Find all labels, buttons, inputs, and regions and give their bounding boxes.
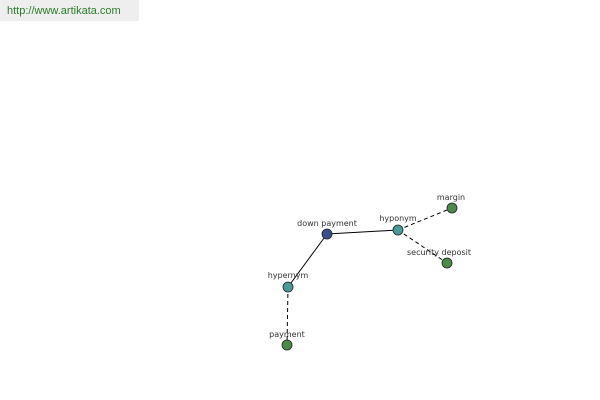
- edge-down-payment-hyponym: [326, 229, 399, 235]
- edge-down-payment-hypernym: [287, 233, 328, 288]
- url-banner: http://www.artikata.com: [0, 0, 139, 21]
- edge-hyponym-security-deposit: [397, 229, 448, 264]
- node-hypernym[interactable]: hypernym: [268, 271, 309, 293]
- node-margin[interactable]: margin: [437, 193, 465, 214]
- node-hypernym-label: hypernym: [268, 271, 309, 280]
- node-down-payment[interactable]: down payment: [297, 219, 357, 240]
- node-security-deposit-label: security deposit: [407, 248, 471, 257]
- nodes-layer: down payment hyponym hypernym margin sec…: [268, 193, 471, 351]
- edge-hyponym-margin: [397, 207, 453, 231]
- node-hyponym[interactable]: hyponym: [379, 214, 417, 236]
- node-hypernym-marker[interactable]: [282, 281, 294, 293]
- node-down-payment-label: down payment: [297, 219, 357, 228]
- node-margin-label: margin: [437, 193, 465, 202]
- node-down-payment-marker[interactable]: [321, 228, 333, 240]
- node-payment-label: payment: [269, 330, 305, 339]
- node-hyponym-label: hyponym: [379, 214, 417, 223]
- edge-hypernym-payment: [286, 286, 289, 346]
- edges-layer: [286, 207, 453, 346]
- site-url-link[interactable]: http://www.artikata.com: [7, 4, 121, 17]
- node-margin-marker[interactable]: [446, 202, 458, 214]
- node-payment-marker[interactable]: [281, 339, 293, 351]
- node-security-deposit[interactable]: security deposit: [407, 248, 471, 269]
- node-hyponym-marker[interactable]: [392, 224, 404, 236]
- node-payment[interactable]: payment: [269, 330, 305, 351]
- node-security-deposit-marker[interactable]: [441, 257, 453, 269]
